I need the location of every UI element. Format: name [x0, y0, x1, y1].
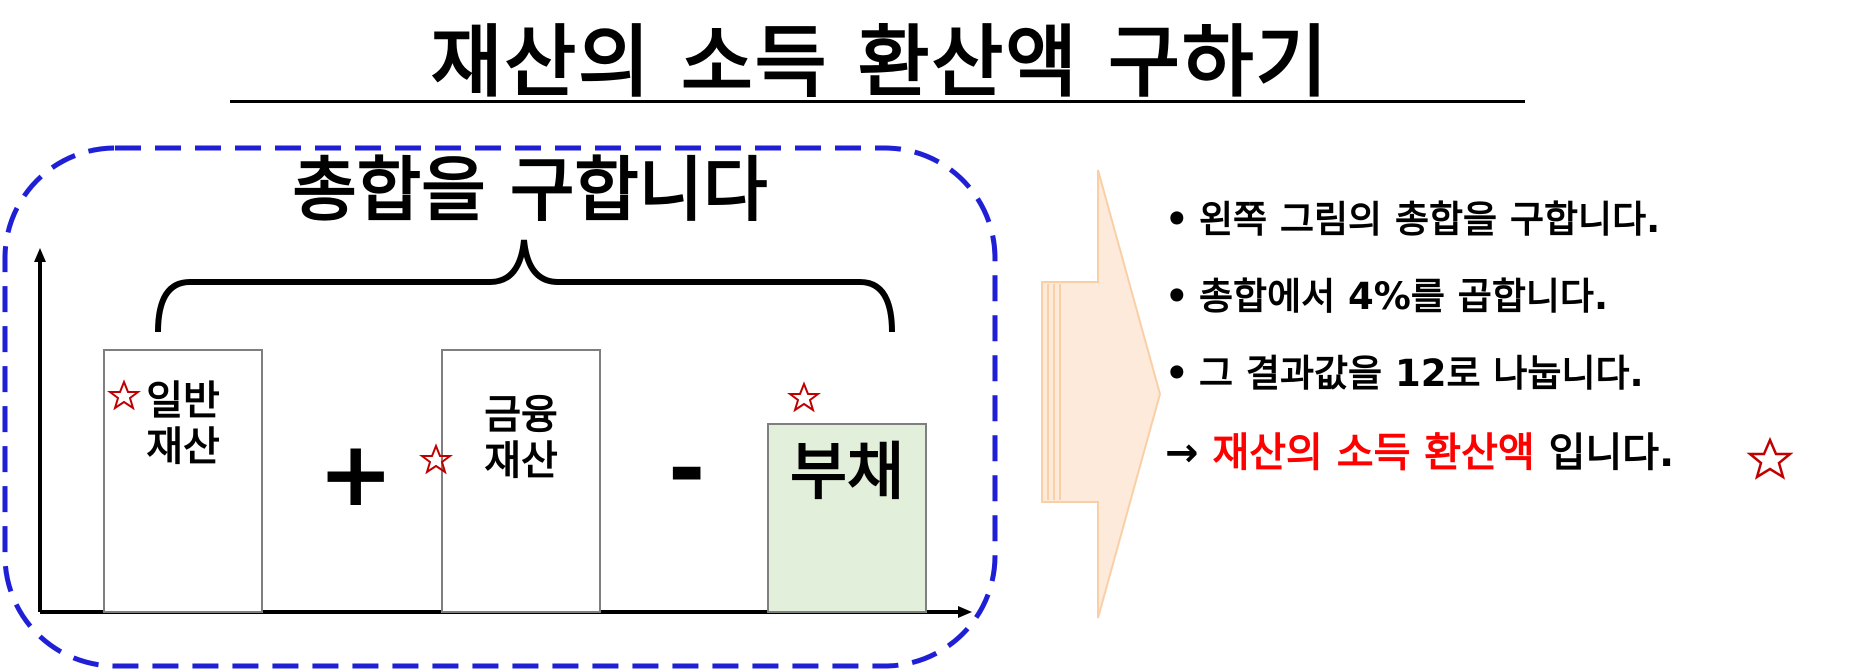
star-mark-icon [107, 379, 141, 411]
star-mark-icon [1746, 436, 1794, 480]
bullet-icon: • [1165, 198, 1189, 241]
general-asset-line1: 일반 [146, 378, 220, 424]
step-item: •총합에서 4%를 곱합니다. [1165, 275, 1855, 352]
financial-asset-label: 금융 재산 [442, 392, 600, 484]
sum-heading: 총합을 구합니다 [292, 149, 768, 231]
page-title: 재산의 소득 환산액 구하기 [430, 18, 1330, 108]
dashed-container [2, 145, 998, 669]
title-underline [230, 100, 1525, 103]
y-axis-arrowhead [34, 248, 46, 262]
result-suffix: 입니다. [1548, 430, 1675, 476]
minus-operator: - [668, 416, 706, 521]
result-highlight: 재산의 소득 환산액 [1212, 430, 1535, 476]
sum-brace [155, 239, 895, 333]
steps-list: •왼쪽 그림의 총합을 구합니다. •총합에서 4%를 곱합니다. •그 결과값… [1165, 198, 1855, 477]
plus-operator: + [318, 422, 394, 527]
debt-label: 부채 [789, 435, 905, 508]
general-asset-line2: 재산 [146, 424, 220, 470]
financial-asset-box [441, 349, 601, 613]
star-mark-icon [419, 443, 453, 475]
financial-asset-line2: 재산 [484, 438, 558, 484]
debt-box [767, 423, 927, 613]
x-axis-arrowhead [958, 606, 972, 618]
bullet-icon: • [1165, 275, 1189, 318]
right-arrow-icon [1041, 169, 1162, 619]
result-arrow: → [1165, 430, 1199, 476]
step-item: •그 결과값을 12로 나눕니다. [1165, 352, 1855, 429]
star-mark-icon [787, 381, 821, 413]
bullet-icon: • [1165, 352, 1189, 395]
step-item: •왼쪽 그림의 총합을 구합니다. [1165, 198, 1855, 275]
step-text: 총합에서 4%를 곱합니다. [1199, 275, 1608, 318]
step-text: 왼쪽 그림의 총합을 구합니다. [1199, 198, 1661, 241]
step-text: 그 결과값을 12로 나눕니다. [1199, 352, 1644, 395]
general-asset-label: 일반 재산 [104, 378, 262, 470]
general-asset-box [103, 349, 263, 613]
result-line: → 재산의 소득 환산액 입니다. [1165, 429, 1855, 477]
financial-asset-line1: 금융 [484, 392, 558, 438]
